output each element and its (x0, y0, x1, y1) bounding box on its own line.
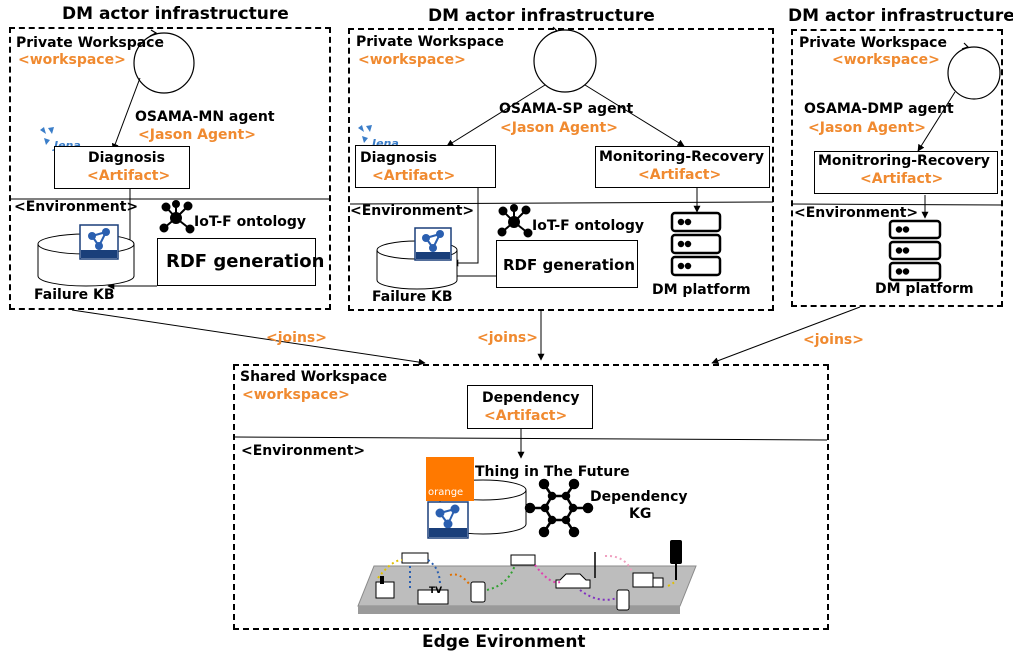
rdf-logo-1 (79, 224, 119, 260)
actor-1-agent-name: OSAMA-MN agent (135, 109, 275, 125)
joins-label-3: <joins> (803, 332, 864, 348)
agent-loop-circle-3 (947, 42, 1001, 100)
actor-2-platform-label: DM platform (652, 282, 751, 298)
dependency-kg-label-2: KG (629, 506, 652, 522)
actor-1-ontology-label: IoT-F ontology (194, 214, 307, 230)
actor-1-workspace-label: Private Workspace (16, 35, 164, 51)
actor-3-infrastructure-box (791, 29, 1003, 307)
agent-loop-circle-2 (533, 26, 597, 93)
jena-logo-feather-1 (40, 127, 54, 145)
ontology-graph-icon-2 (497, 204, 533, 238)
actor-1-agent-type: <Jason Agent> (138, 127, 256, 143)
shared-workspace-box (233, 364, 829, 630)
dependency-kg-label-1: Dependency (590, 489, 688, 505)
actor-3-workspace-label: Private Workspace (799, 35, 947, 51)
tv-device-label: TV (429, 586, 443, 596)
edge-environment-title: Edge Evironment (422, 632, 586, 652)
server-icon-2 (888, 219, 942, 282)
actor-3-workspace-type: <workspace> (832, 52, 940, 68)
actor-2-infrastructure-box (348, 28, 774, 311)
actor-3-agent-name: OSAMA-DMP agent (804, 101, 954, 117)
actor-3-monitoring-recovery-artifact[interactable]: Monitroring-Recovery <Artifact> (814, 151, 998, 194)
actor-1-title: DM actor infrastructure (62, 4, 289, 24)
actor-1-infrastructure-box (9, 27, 331, 310)
actor-3-title: DM actor infrastructure (788, 6, 1013, 26)
actor-1-diagnosis-artifact[interactable]: Diagnosis <Artifact> (54, 146, 190, 189)
ontology-graph-icon-1 (159, 200, 195, 234)
actor-2-diagnosis-artifact[interactable]: Diagnosis <Artifact> (355, 145, 496, 188)
actor-2-kb-label: Failure KB (372, 289, 453, 305)
dependency-kg-graph-icon (524, 478, 594, 538)
joins-label-2: <joins> (477, 330, 538, 346)
actor-2-monitoring-recovery-artifact[interactable]: Monitoring-Recovery <Artifact> (595, 146, 770, 188)
actor-3-environment-label: <Environment> (794, 205, 919, 221)
actor-2-agent-name: OSAMA-SP agent (499, 101, 634, 117)
actor-2-workspace-label: Private Workspace (356, 34, 504, 50)
rdf-logo-2 (414, 227, 452, 261)
actor-1-kb-label: Failure KB (34, 287, 115, 303)
actor-3-agent-type: <Jason Agent> (808, 120, 926, 136)
actor-2-workspace-type: <workspace> (358, 52, 466, 68)
server-icon-1 (670, 211, 722, 277)
joins-label-1: <joins> (266, 330, 327, 346)
jena-logo-feather-2 (358, 125, 372, 143)
actor-2-rdf-generation-box[interactable]: RDF generation (496, 240, 638, 288)
actor-2-ontology-label: IoT-F ontology (532, 218, 645, 234)
agent-loop-circle-1 (133, 29, 195, 94)
dependency-artifact[interactable]: Dependency <Artifact> (467, 385, 593, 429)
iot-devices-illustration (357, 540, 697, 614)
actor-1-workspace-type: <workspace> (18, 52, 126, 68)
actor-2-title: DM actor infrastructure (428, 6, 655, 26)
shared-workspace-label: Shared Workspace (240, 369, 388, 385)
tift-label: Thing in The Future (475, 464, 630, 480)
rdf-logo-3 (427, 501, 469, 539)
orange-logo: orange (426, 457, 474, 501)
shared-workspace-type: <workspace> (242, 387, 350, 403)
actor-2-agent-type: <Jason Agent> (500, 120, 618, 136)
actor-2-environment-label: <Environment> (350, 203, 475, 219)
actor-1-rdf-generation-box[interactable]: RDF generation (157, 238, 324, 286)
actor-1-environment-label: <Environment> (14, 199, 139, 215)
shared-environment-label: <Environment> (241, 443, 366, 459)
actor-3-platform-label: DM platform (875, 281, 974, 297)
